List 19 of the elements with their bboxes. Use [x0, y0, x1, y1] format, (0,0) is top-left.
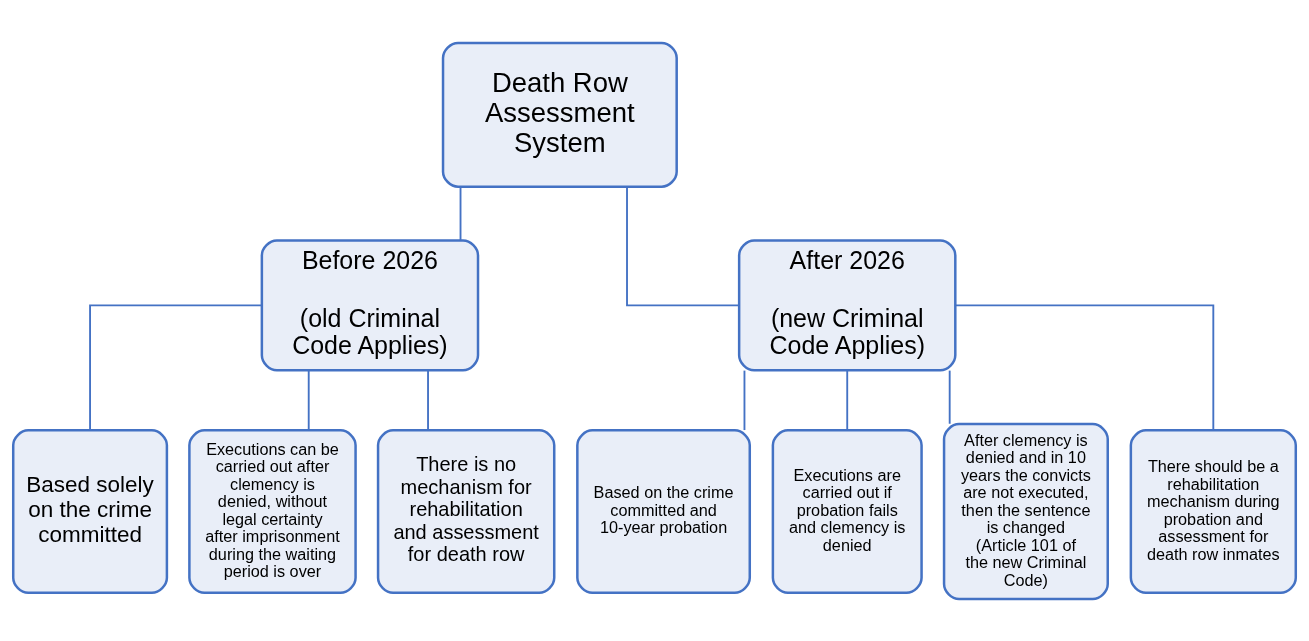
node-box: There is no mechanism for rehabilitation and assessment for death row	[376, 428, 556, 594]
node-box: After 2026 (new Criminal Code Applies)	[737, 238, 957, 372]
node-box: There should be a rehabilitation mechanism during probation and assessment for death row inmates	[1129, 428, 1298, 594]
connector	[954, 303, 1215, 431]
connector	[307, 369, 310, 431]
connector	[948, 369, 951, 425]
node-box: Based on the crime committed and 10-year probation	[576, 428, 751, 594]
node-box: After clemency is denied and in 10 years the convicts are not executed, then the sentence is changed (Article 101 of the new Criminal Code)	[942, 422, 1109, 600]
node-box: Before 2026 (old Criminal Code Applies)	[260, 238, 480, 372]
connector	[743, 369, 746, 431]
connector	[626, 185, 740, 306]
node-box: Based solely on the crime committed	[11, 428, 169, 594]
connector	[89, 303, 263, 431]
node-box: Death Row Assessment System	[441, 41, 678, 188]
node-box: Executions can be carried out after clemency is denied, without legal certainty after imprisonment during the waiting period is over	[188, 428, 357, 594]
connector	[459, 185, 462, 241]
node-box: Executions are carried out if probation fails and clemency is denied	[771, 428, 923, 594]
connector	[846, 369, 849, 431]
connector	[427, 369, 429, 431]
